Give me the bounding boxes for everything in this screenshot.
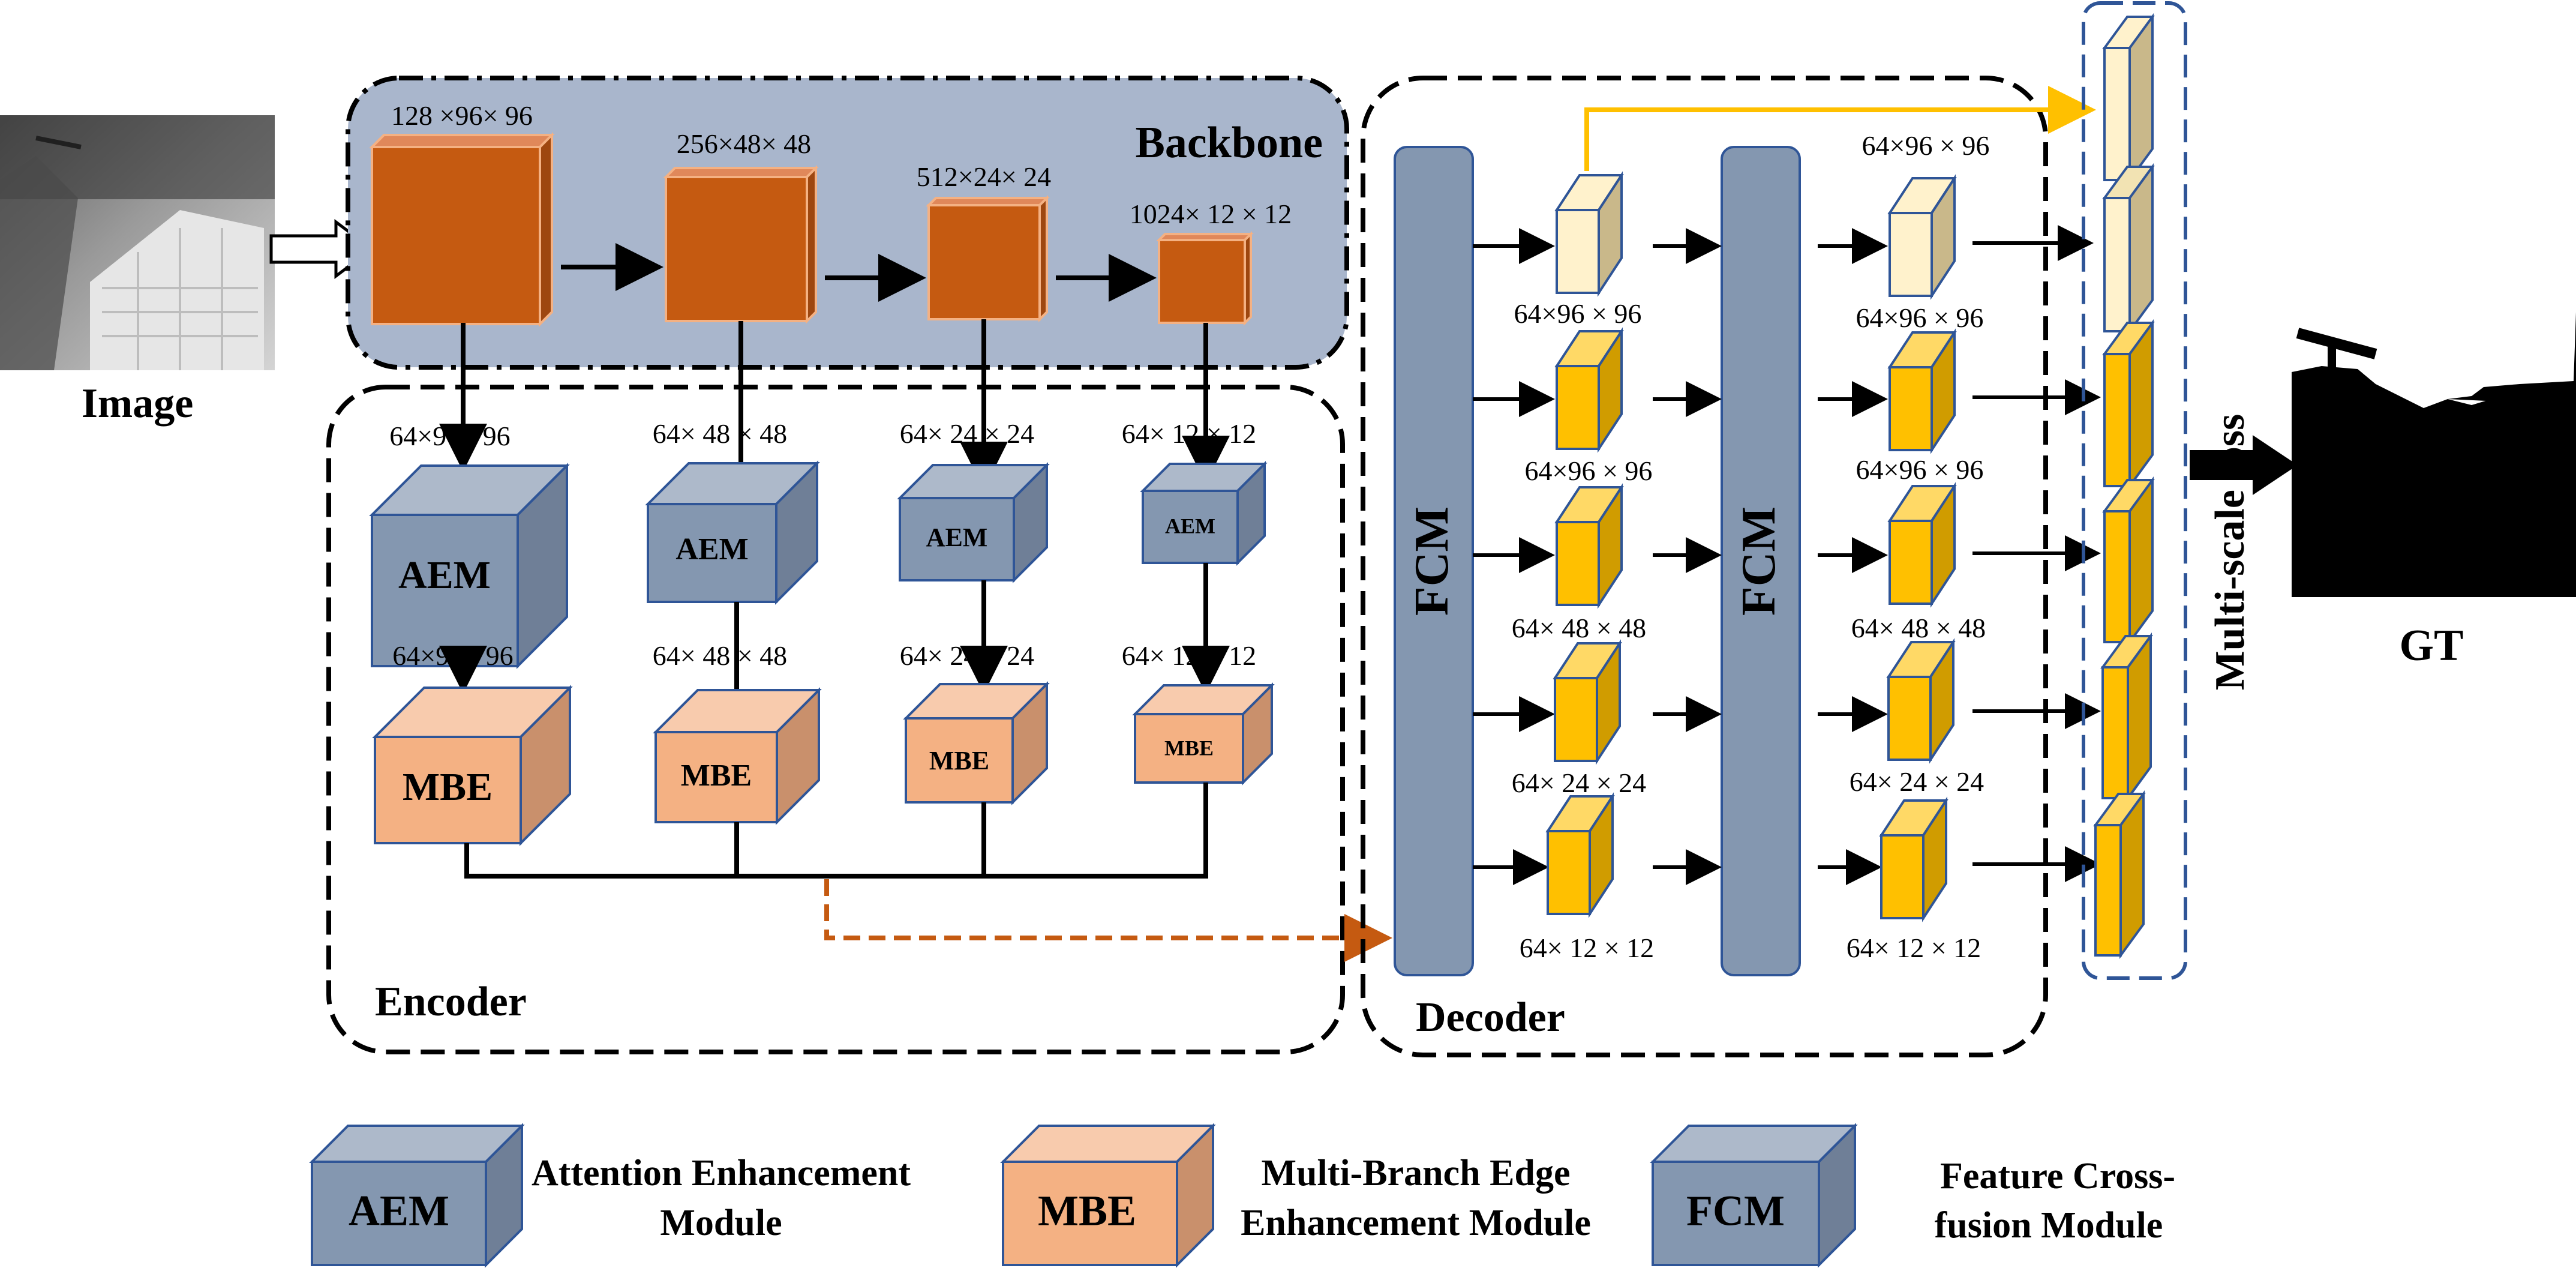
dec-col1-cube-4 bbox=[1553, 639, 1622, 765]
backbone-dim-3: 512×24× 24 bbox=[917, 161, 1051, 192]
encoder-panel bbox=[326, 385, 1345, 1054]
legend-mbe-box-label: MBE bbox=[1038, 1187, 1136, 1235]
legend-aem-line2: Module bbox=[660, 1203, 782, 1243]
aem-block-3: AEM bbox=[897, 462, 1050, 583]
dec-col1-dim-5: 64× 12 × 12 bbox=[1520, 933, 1654, 963]
decoder-title: Decoder bbox=[1416, 994, 1565, 1041]
decoder-panel bbox=[1361, 76, 2048, 1057]
dec-col2-dim-4: 64× 48 × 48 bbox=[1851, 613, 1986, 643]
loss-cube-2 bbox=[2102, 163, 2155, 335]
output-label: GT bbox=[2400, 621, 2464, 670]
fcm-label-2: FCM bbox=[1733, 506, 1785, 616]
gt-arrow bbox=[2190, 435, 2298, 495]
loss-stack-box bbox=[2082, 1, 2187, 980]
fcm-block-2: FCM bbox=[1721, 146, 1801, 976]
dec-col1-cube-3 bbox=[1554, 483, 1624, 609]
enc-mid-dim-1: 64×96× 96 bbox=[392, 640, 513, 671]
encoder-title: Encoder bbox=[375, 979, 527, 1025]
aem-block-2: AEM bbox=[645, 460, 820, 605]
backbone-dim-1: 128 ×96× 96 bbox=[391, 100, 533, 131]
aem-block-4: AEM bbox=[1140, 461, 1268, 566]
dec-col2-cube-1 bbox=[1887, 174, 1957, 300]
backbone-block-1 bbox=[369, 132, 555, 327]
fcm-label-1: FCM bbox=[1406, 506, 1458, 616]
input-label: Image bbox=[82, 380, 194, 427]
loss-cube-4 bbox=[2102, 476, 2155, 646]
backbone-title: Backbone bbox=[1135, 118, 1323, 167]
enc-in-dim-2: 64× 48 × 48 bbox=[653, 418, 787, 449]
legend-fcm-box-label: FCM bbox=[1686, 1187, 1785, 1235]
legend-fcm-line1: Feature Cross- bbox=[1940, 1156, 2175, 1197]
enc-mid-dim-2: 64× 48 × 48 bbox=[653, 640, 787, 671]
dec-col1-cube-5 bbox=[1545, 792, 1615, 918]
dec-col2-cube-3 bbox=[1887, 482, 1957, 608]
legend-mbe: MBE bbox=[1000, 1123, 1216, 1268]
encoder-merge-bus bbox=[464, 783, 1208, 879]
dec-col2-dim-1: 64×96 × 96 bbox=[1862, 130, 1990, 161]
decoder-top-skip-arrow bbox=[1584, 86, 2096, 171]
enc-in-dim-4: 64× 12 × 12 bbox=[1122, 418, 1256, 449]
legend-aem: AEM bbox=[309, 1123, 525, 1268]
dec-col2-cube-2 bbox=[1887, 328, 1957, 454]
dec-col1-cube-1 bbox=[1554, 171, 1624, 297]
backbone-block-3 bbox=[926, 195, 1050, 322]
mbe-label-3: MBE bbox=[929, 746, 989, 775]
enc-mid-dim-4: 64× 12 × 12 bbox=[1122, 640, 1256, 671]
mbe-block-2: MBE bbox=[653, 687, 822, 825]
mbe-block-1: MBE bbox=[372, 685, 573, 846]
aem-label-2: AEM bbox=[675, 532, 748, 566]
dec-col2-dim-3: 64×96 × 96 bbox=[1856, 454, 1984, 485]
dec-col2-dim-5: 64× 24 × 24 bbox=[1850, 766, 1984, 797]
dec-col1-dim-2: 64×96 × 96 bbox=[1525, 455, 1653, 486]
legend-mbe-line2: Enhancement Module bbox=[1241, 1203, 1591, 1243]
loss-cube-3 bbox=[2102, 319, 2155, 490]
dec-col1-dim-1: 64×96 × 96 bbox=[1514, 298, 1642, 329]
enc-in-dim-1: 64×96× 96 bbox=[389, 421, 510, 451]
mbe-block-4: MBE bbox=[1132, 682, 1275, 786]
backbone-block-4 bbox=[1156, 231, 1254, 326]
mbe-label-4: MBE bbox=[1164, 736, 1214, 760]
encoder-to-decoder-arrow bbox=[824, 879, 1392, 962]
dec-col1-cube-2 bbox=[1554, 327, 1624, 453]
legend-fcm: FCM bbox=[1650, 1123, 1858, 1268]
enc-in-dim-3: 64× 24 × 24 bbox=[900, 418, 1034, 449]
mbe-label-2: MBE bbox=[681, 759, 752, 793]
enc-mid-dim-3: 64× 24 × 24 bbox=[900, 640, 1034, 671]
aem-label-4: AEM bbox=[1165, 514, 1215, 538]
backbone-panel bbox=[346, 76, 1349, 370]
dec-col2-dim-6: 64× 12 × 12 bbox=[1847, 933, 1981, 963]
loss-cube-1 bbox=[2102, 13, 2155, 184]
aem-label-3: AEM bbox=[926, 523, 988, 552]
legend-aem-box-label: AEM bbox=[349, 1187, 449, 1235]
loss-cube-5 bbox=[2100, 632, 2153, 802]
backbone-dim-4: 1024× 12 × 12 bbox=[1130, 199, 1292, 229]
fcm-block-1: FCM bbox=[1394, 146, 1474, 976]
legend-fcm-line2: fusion Module bbox=[1935, 1205, 2163, 1246]
gt-mask-image bbox=[2292, 312, 2576, 597]
dec-col1-dim-4: 64× 24 × 24 bbox=[1512, 768, 1646, 798]
dec-col2-cube-4 bbox=[1886, 638, 1956, 764]
dec-col1-dim-3: 64× 48 × 48 bbox=[1512, 613, 1646, 643]
loss-cube-6 bbox=[2093, 790, 2146, 960]
dec-col2-cube-5 bbox=[1879, 796, 1948, 922]
backbone-dim-2: 256×48× 48 bbox=[677, 128, 811, 159]
backbone-block-2 bbox=[663, 165, 819, 324]
aem-block-1: AEM bbox=[369, 463, 570, 669]
legend-mbe-line1: Multi-Branch Edge bbox=[1262, 1153, 1571, 1194]
mbe-block-3: MBE bbox=[903, 681, 1050, 805]
legend-aem-line1: Attention Enhancement bbox=[532, 1153, 911, 1194]
aem-label-1: AEM bbox=[398, 553, 491, 597]
dec-col2-dim-2: 64×96 × 96 bbox=[1856, 302, 1984, 333]
mbe-label-1: MBE bbox=[403, 765, 493, 809]
input-image bbox=[0, 115, 275, 370]
